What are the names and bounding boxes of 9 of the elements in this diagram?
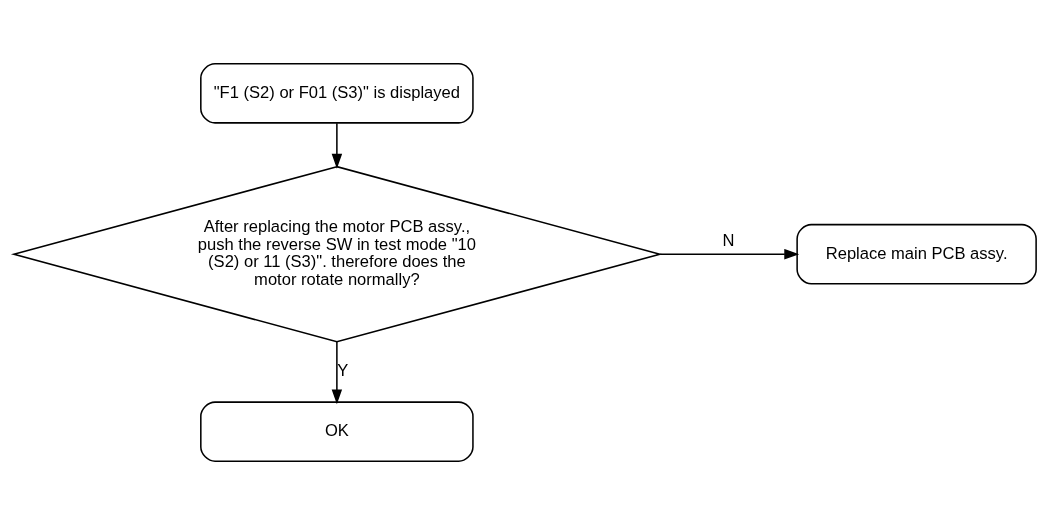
node-diamond: After replacing the motor PCB assy., push the reverse SW in test mode "10 (S2) or 11 (S3)". therefore does the motor rotate normally? (10, 165, 663, 343)
arrow (331, 122, 343, 169)
edge-label: N (722, 231, 735, 251)
node-box: "F1 (S2) or F01 (S3)" is displayed (200, 62, 474, 124)
node-box: Replace main PCB assy. (796, 223, 1037, 285)
edge-label: Y (337, 361, 349, 381)
node-box: OK (200, 401, 474, 463)
arrow (659, 249, 800, 260)
arrow (331, 341, 343, 405)
